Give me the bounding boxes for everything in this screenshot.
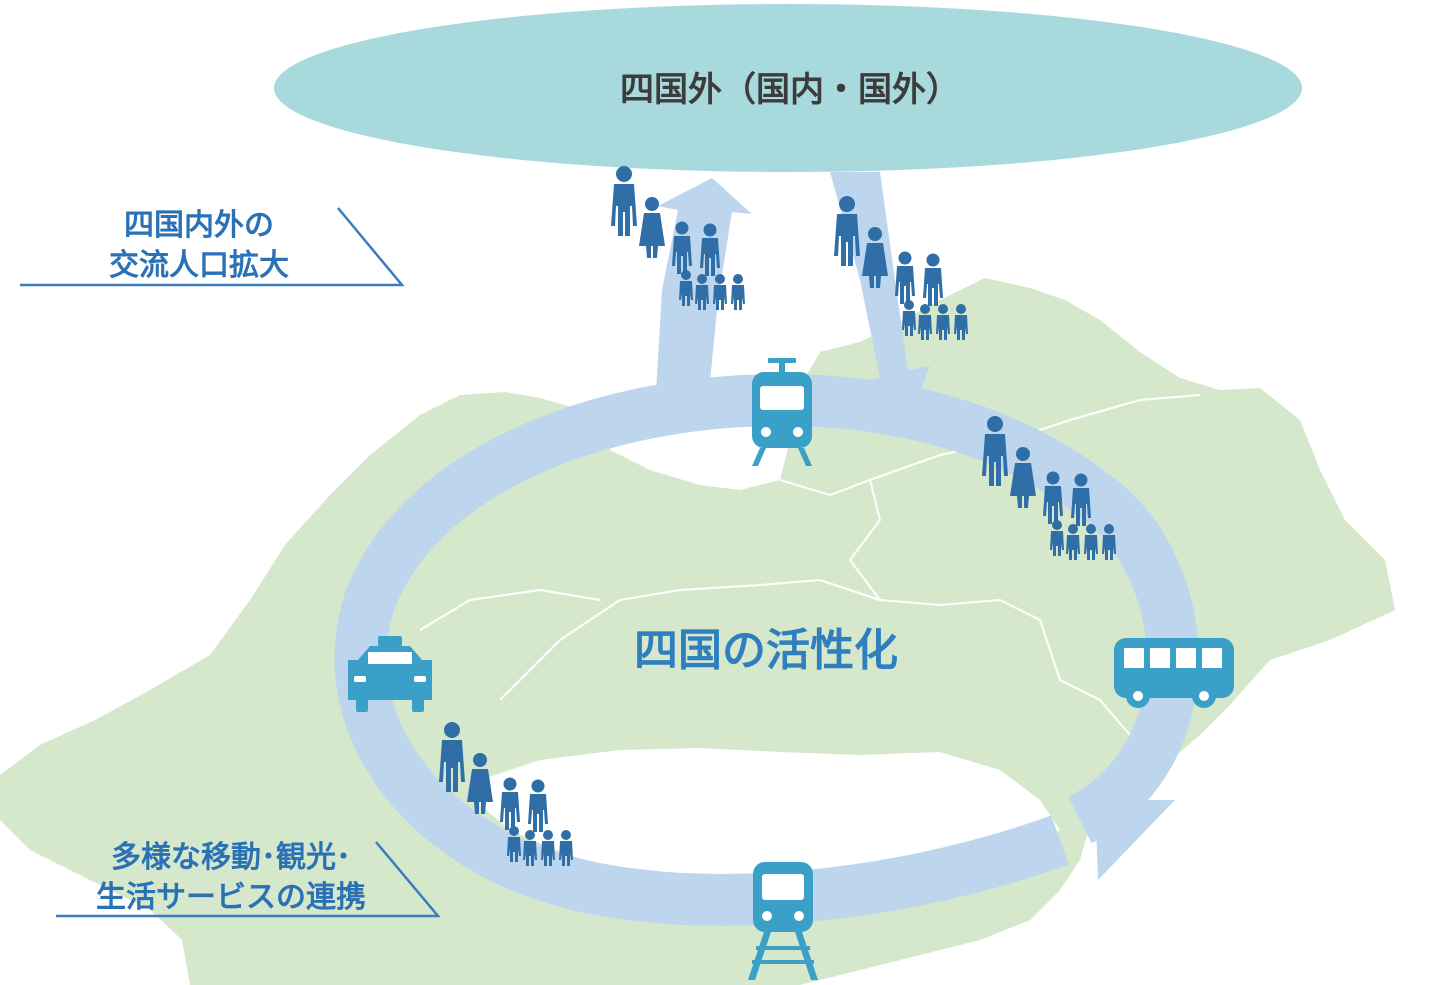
bus-icon <box>1114 638 1234 708</box>
ring-arrowhead <box>1095 800 1175 880</box>
callout-line-bottom <box>56 841 441 918</box>
taxi-icon <box>348 636 432 712</box>
tram-icon <box>752 358 812 466</box>
center-label: 四国の活性化 <box>634 625 898 676</box>
callout-bottom-line2: 生活サービスの連携 <box>96 880 366 915</box>
circulation-ring <box>334 373 1199 926</box>
callout-top-line2: 交流人口拡大 <box>109 248 289 283</box>
train-icon <box>748 862 818 980</box>
callout-top-line1: 四国内外の <box>124 208 274 243</box>
people-group-inbound <box>834 196 968 340</box>
outside-shikoku-ellipse <box>274 4 1302 172</box>
callout-line-top <box>20 207 405 287</box>
callout-bottom-line1: 多様な移動･観光･ <box>111 840 351 875</box>
outside-shikoku-label: 四国外（国内・国外） <box>620 70 960 110</box>
